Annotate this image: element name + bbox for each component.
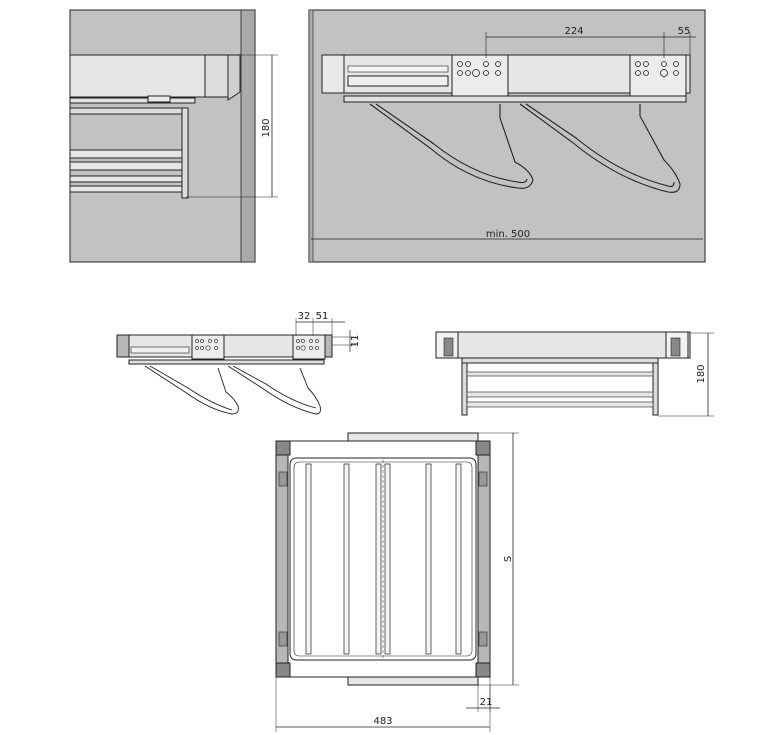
basket-bar-4 (69, 185, 183, 193)
small-side-view: 180 (435, 331, 714, 417)
small-side-bar-1 (466, 371, 654, 377)
top-plan-corner-br (475, 662, 491, 678)
runner-inner-rail (347, 75, 449, 87)
top-plan-basket-frame (289, 457, 477, 661)
small-side-front-right (652, 362, 659, 416)
offset-dim-label: 55 (678, 26, 691, 37)
hole-dim-b-label: 51 (316, 311, 329, 322)
hanger-arms (369, 103, 681, 193)
top-depth-dim-label: S (503, 556, 514, 562)
pitch-dim-label: 224 (564, 26, 583, 37)
small-side-top-bar (461, 357, 659, 364)
runner-profile (69, 54, 206, 98)
mount-holes-left (457, 61, 501, 77)
runner-inner-rail-2 (347, 65, 449, 73)
top-plan-corner-tr (475, 440, 491, 456)
top-plan-clip-bl (278, 631, 288, 647)
top-plan-corner-tl (275, 440, 291, 456)
basket-top-bar (69, 107, 187, 115)
small-holes (195, 339, 319, 351)
side-wall-panel (69, 9, 256, 263)
small-side-clips (443, 337, 681, 357)
top-rail-dim-label: 21 (480, 697, 493, 708)
small-runner-cap (116, 334, 130, 358)
small-front-rail (128, 359, 325, 365)
small-inner-rail (130, 346, 190, 354)
top-plan-front-rail (347, 676, 479, 686)
min-width-dim-label: min. 500 (486, 229, 530, 240)
side-detail-view: 180 (69, 9, 278, 263)
small-front-view: 32 51 11 (116, 311, 361, 415)
top-rail-end (147, 95, 171, 103)
top-plan-bars (305, 463, 462, 655)
small-side-bar-2 (466, 391, 654, 398)
small-side-front-left (461, 362, 468, 416)
small-plate-left (191, 334, 225, 360)
top-plan-corner-bl (275, 662, 291, 678)
small-side-height-label: 180 (696, 364, 707, 383)
side-height-dim-label: 180 (261, 118, 272, 137)
basket-front (181, 107, 189, 199)
small-hanger-arms (144, 365, 321, 415)
small-dim-label: 11 (350, 335, 361, 348)
cabinet-left-edge (308, 9, 314, 263)
top-plan-back-rail (347, 432, 479, 442)
top-plan-clip-tr (478, 471, 488, 487)
cabinet-back-panel (308, 9, 706, 263)
top-rail (69, 97, 196, 104)
basket-bar-2 (69, 161, 183, 171)
front-rail (343, 95, 687, 103)
basket-bar-1 (69, 149, 183, 159)
runner-left-cap (321, 54, 345, 94)
top-plan-clip-tl (278, 471, 288, 487)
runner-bracket (227, 54, 241, 101)
wall-edge (240, 9, 256, 263)
small-plate-right (292, 334, 326, 360)
basket-bar-3 (69, 175, 183, 183)
small-side-bar-3 (466, 401, 654, 408)
mount-holes-right (635, 61, 679, 77)
front-detail-view: 224 55 min. 500 (308, 9, 706, 263)
top-plan-clip-br (478, 631, 488, 647)
top-width-dim-label: 483 (373, 716, 392, 727)
hole-dim-a-label: 32 (298, 311, 311, 322)
top-plan-view: 483 S 21 (275, 432, 519, 732)
small-side-runner (435, 331, 691, 359)
